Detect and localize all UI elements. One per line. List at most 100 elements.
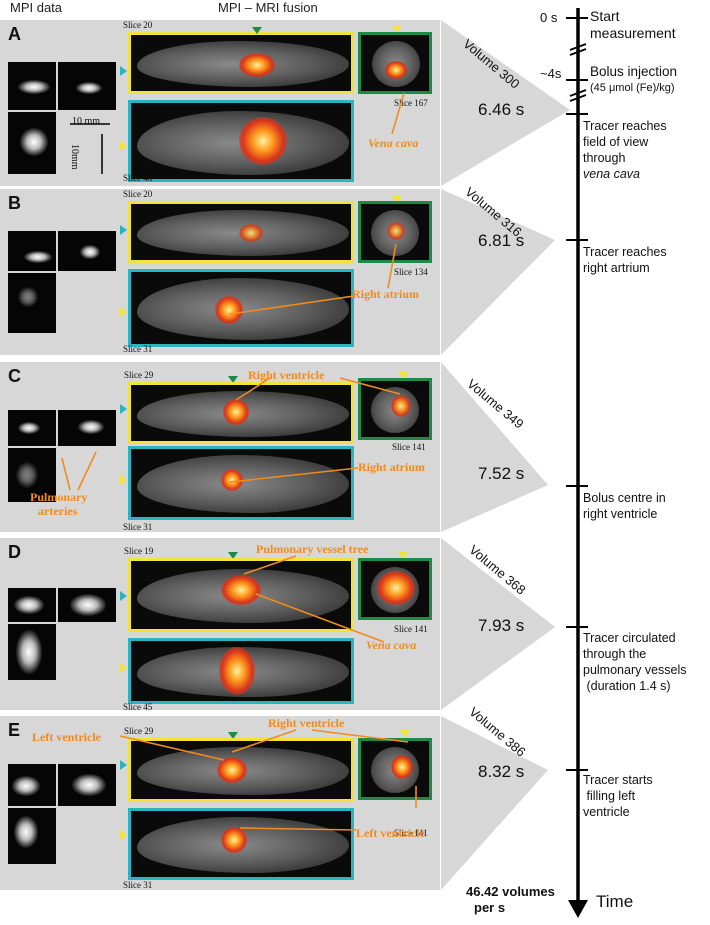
volume-wedge (441, 362, 548, 532)
slice-label: Slice 31 (123, 880, 153, 890)
volume-wedge (441, 538, 555, 710)
timeline-event-5: Tracer starts filling left ventricle (583, 773, 653, 819)
time-label: 7.52 s (478, 464, 525, 483)
sagittal-image-top (128, 201, 354, 263)
axial-image (358, 378, 432, 440)
arrow (243, 555, 297, 575)
arrow (229, 295, 355, 315)
timeline-t0: 0 s (540, 10, 558, 25)
axial-image (358, 738, 432, 800)
mpi-image (8, 410, 56, 446)
sagittal-image-bottom (128, 638, 354, 704)
annotation-right-atrium: Right atrium (358, 460, 425, 474)
time-label: 7.93 s (478, 616, 525, 635)
slice-marker (228, 552, 238, 559)
mpi-image (8, 808, 56, 864)
volume-wedges (441, 20, 570, 890)
slice-label: Slice 29 (124, 370, 154, 380)
slice-marker (398, 372, 408, 379)
mpi-data-header: MPI data (10, 0, 63, 15)
axial-image (358, 32, 432, 94)
panel-label: B (8, 193, 21, 213)
slice-marker (120, 475, 127, 485)
axial-image (358, 558, 432, 620)
mpi-image (58, 62, 116, 110)
mpi-image (58, 764, 116, 806)
mpi-image (8, 448, 56, 502)
slice-label: Slice 29 (124, 726, 154, 736)
sagittal-image-top (128, 382, 354, 444)
sagittal-image-bottom (128, 446, 354, 520)
annotation-pulmonary: Pulmonary (30, 490, 88, 504)
slice-marker (392, 196, 402, 203)
panel-a: A 10 mm 10mm Slice 20 Slice 48 Slice 167… (0, 20, 440, 186)
annotation-vena-cava: Vena cava (368, 136, 419, 150)
annotation-arrows (61, 92, 417, 831)
slice-marker (398, 552, 408, 559)
slice-marker (120, 307, 127, 317)
slice-label: Slice 141 (392, 442, 426, 452)
mpi-image (8, 231, 56, 271)
slice-marker (120, 663, 127, 673)
mpi-image (58, 410, 116, 446)
slice-marker (120, 591, 127, 601)
timeline-axis-label: Time (596, 892, 634, 911)
arrow (387, 243, 397, 289)
slice-marker (120, 66, 127, 76)
annotation-vena-cava: Vena cava (366, 638, 417, 652)
panel-c: C Pulmonary arteries Slice 29 Slice 31 S… (0, 362, 440, 532)
arrow (77, 451, 97, 491)
slice-label: Slice 167 (394, 98, 428, 108)
slice-marker (400, 730, 410, 737)
slice-marker (252, 27, 262, 34)
slice-label: Slice 20 (123, 189, 153, 199)
arrow (235, 377, 271, 401)
panel-label: A (8, 24, 21, 44)
sagittal-image-bottom (128, 269, 354, 347)
scale-bar (70, 123, 110, 174)
slice-label: Slice 31 (123, 344, 153, 354)
timeline-arrowhead (568, 900, 588, 918)
mpi-image (8, 62, 56, 110)
panel-label: E (8, 720, 21, 740)
time-label: 6.46 s (478, 100, 525, 119)
annotation-arteries: arteries (38, 504, 78, 518)
sagittal-image-bottom (128, 100, 354, 182)
panel-label: D (8, 542, 21, 562)
slice-label: Slice 134 (394, 267, 428, 277)
scale-horizontal-label: 10 mm (72, 116, 101, 127)
volume-wedge (441, 189, 555, 355)
slice-label: Slice 141 (394, 828, 428, 838)
slice-label: Slice 31 (123, 522, 153, 532)
sagittal-image-top (128, 32, 354, 94)
annotation-right-ventricle: Right ventricle (268, 716, 345, 730)
volume-wedge (441, 20, 570, 186)
slice-marker (120, 225, 127, 235)
mpi-image (8, 588, 56, 622)
slice-marker (120, 760, 127, 770)
panel-label: C (8, 366, 21, 386)
slice-label: Slice 20 (123, 20, 153, 30)
timeline-ticks (566, 17, 588, 771)
slice-marker (392, 25, 402, 32)
arrow (311, 729, 409, 743)
mpi-image (8, 764, 56, 806)
panel-e: E Slice 29 Slice 31 Slice 141 Left ventr… (0, 716, 440, 890)
timeline-bolus-time: ~4s (540, 66, 562, 81)
annotation-pulmonary-vessel-tree: Pulmonary vessel tree (256, 542, 369, 556)
arrow (391, 92, 405, 135)
fusion-header: MPI – MRI fusion (218, 0, 318, 15)
slice-marker (228, 732, 238, 739)
arrow (61, 457, 71, 491)
slice-label: Slice 141 (394, 624, 428, 634)
slice-label: Slice 45 (123, 702, 153, 712)
arrow (339, 377, 401, 395)
slice-label: Slice 48 (123, 173, 153, 183)
mpi-image (58, 231, 116, 271)
